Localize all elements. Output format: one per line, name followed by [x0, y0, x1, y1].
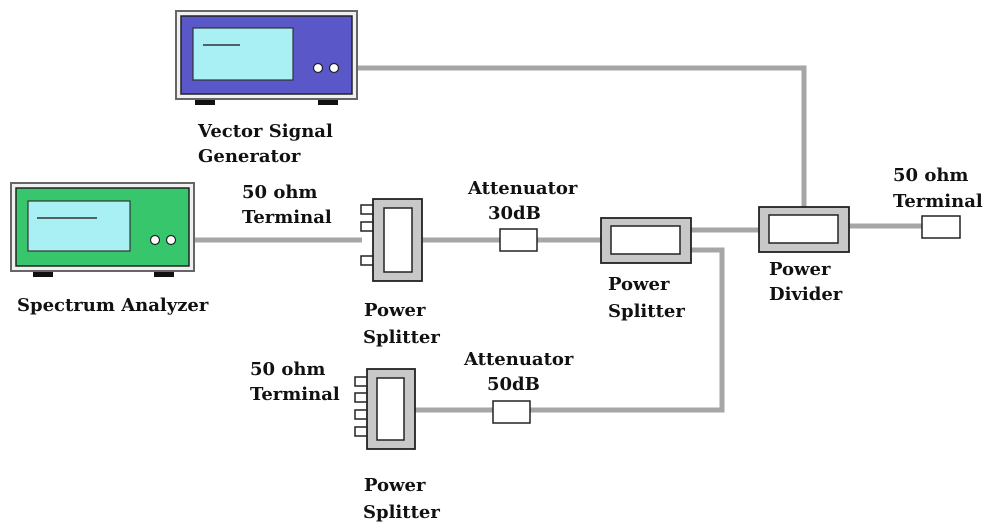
vsg-port-icon [312, 62, 324, 74]
splitter-top-line2: Splitter [363, 327, 440, 348]
power-splitter-mid [600, 217, 692, 264]
splitter-bottom-line1: Power [364, 475, 426, 496]
cable-vsg-to-divider [345, 65, 807, 207]
power-splitter-top [360, 198, 423, 282]
cables [186, 65, 922, 413]
vsg-label-line1: Vector Signal [197, 121, 333, 142]
splitter-mid-line2: Splitter [608, 301, 685, 322]
atten-bottom-line1: Attenuator [463, 349, 574, 370]
atten-bottom-line2: 50dB [487, 374, 540, 395]
attenuator-30db [499, 228, 538, 252]
term-right-line2: Terminal [893, 191, 983, 212]
sa-port-icon [149, 234, 161, 246]
vsg-label-line2: Generator [198, 146, 301, 167]
atten-top-line1: Attenuator [467, 178, 578, 199]
labels: Vector Signal Generator Spectrum Analyze… [17, 121, 983, 523]
power-divider [758, 206, 850, 253]
vsg-port-icon [328, 62, 340, 74]
power-splitter-bottom [354, 368, 416, 450]
sa-port-icon [165, 234, 177, 246]
vector-signal-generator [175, 10, 358, 105]
cable-splitter-to-atten50 [530, 247, 725, 413]
splitter-bottom-line2: Splitter [363, 502, 440, 523]
sa-label: Spectrum Analyzer [17, 295, 209, 316]
terminal-right [921, 215, 961, 239]
term-top-line2: Terminal [242, 207, 332, 228]
divider-line1: Power [769, 259, 831, 280]
term-bottom-line1: 50 ohm [250, 359, 325, 380]
divider-line2: Divider [769, 284, 843, 305]
spectrum-analyzer [10, 182, 195, 277]
term-bottom-line2: Terminal [250, 384, 340, 405]
splitter-top-line1: Power [364, 300, 426, 321]
splitter-mid-line1: Power [608, 274, 670, 295]
term-top-line1: 50 ohm [242, 182, 317, 203]
term-right-line1: 50 ohm [893, 165, 968, 186]
sa-screen [27, 200, 131, 252]
atten-top-line2: 30dB [488, 203, 541, 224]
attenuator-50db [492, 400, 531, 424]
vsg-screen [192, 27, 294, 81]
